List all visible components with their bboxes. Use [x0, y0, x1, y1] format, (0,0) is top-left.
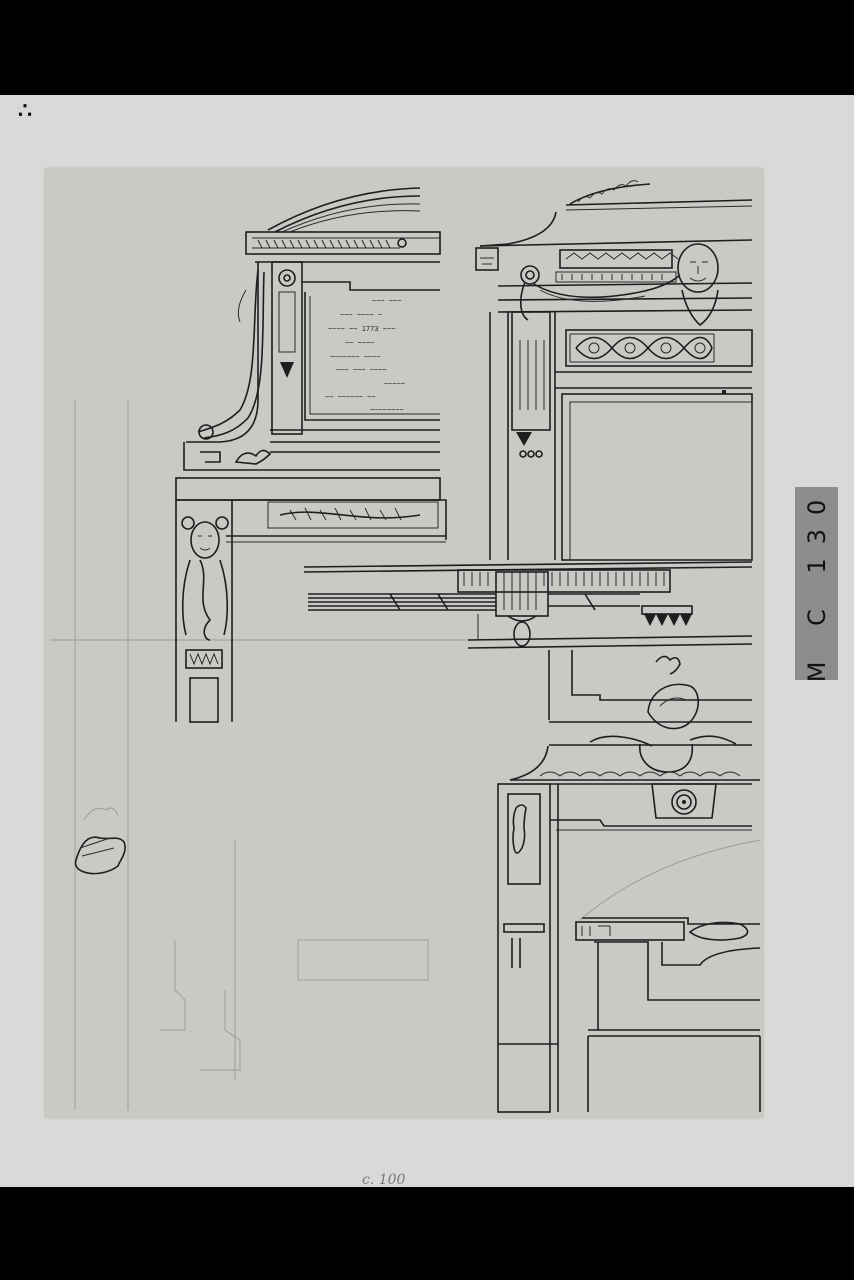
catalog-label-text: M C 130: [802, 485, 831, 682]
svg-text:~~ ~~~~~~ ~~: ~~ ~~~~~~ ~~: [325, 393, 376, 401]
upper-left-panel: [270, 261, 440, 435]
garland-drop-left: [183, 262, 440, 471]
guilloche-frieze: [565, 329, 753, 367]
left-jamb-satyr-console: [175, 477, 447, 723]
upper-right-cornice: [475, 180, 753, 313]
margin-doodle: [74, 807, 126, 875]
construction-lines: [50, 400, 761, 1110]
middle-frieze-with-ring: [303, 561, 753, 649]
svg-text:~~ ~~~~: ~~ ~~~~: [345, 339, 375, 347]
svg-text:~~~~~~~ ~~~~: ~~~~~~~ ~~~~: [330, 353, 381, 361]
inscription: ~~~ ~~~ ~~~ ~~~~ ~ ~~~~ ~~ 1773 ~~~ ~~ ~…: [325, 297, 405, 414]
upper-right-jamb: [489, 311, 753, 561]
svg-text:~~~ ~~~: ~~~ ~~~: [372, 297, 402, 305]
svg-text:~~~~ ~~ 1773 ~~~: ~~~~ ~~ 1773 ~~~: [328, 325, 395, 333]
svg-text:~~~~~~~~: ~~~~~~~~: [370, 406, 404, 414]
lion-mask-garland: [519, 243, 719, 327]
catalog-label: M C 130: [795, 485, 838, 682]
helmet-trophy: [509, 650, 760, 781]
corner-ink-mark: ∴: [18, 98, 32, 124]
lower-frame-keystone: [497, 783, 752, 1113]
drawing-sheet: [45, 168, 763, 1118]
lower-right-pedestal: [575, 917, 761, 1112]
svg-text:~~~ ~~~ ~~~~: ~~~ ~~~ ~~~~: [336, 366, 387, 374]
svg-text:~~~~~: ~~~~~: [384, 380, 405, 388]
svg-text:~~~ ~~~~ ~: ~~~ ~~~~ ~: [340, 311, 382, 319]
pencil-annotation: c. 100: [362, 1172, 406, 1188]
upper-left-pediment: [245, 187, 441, 263]
